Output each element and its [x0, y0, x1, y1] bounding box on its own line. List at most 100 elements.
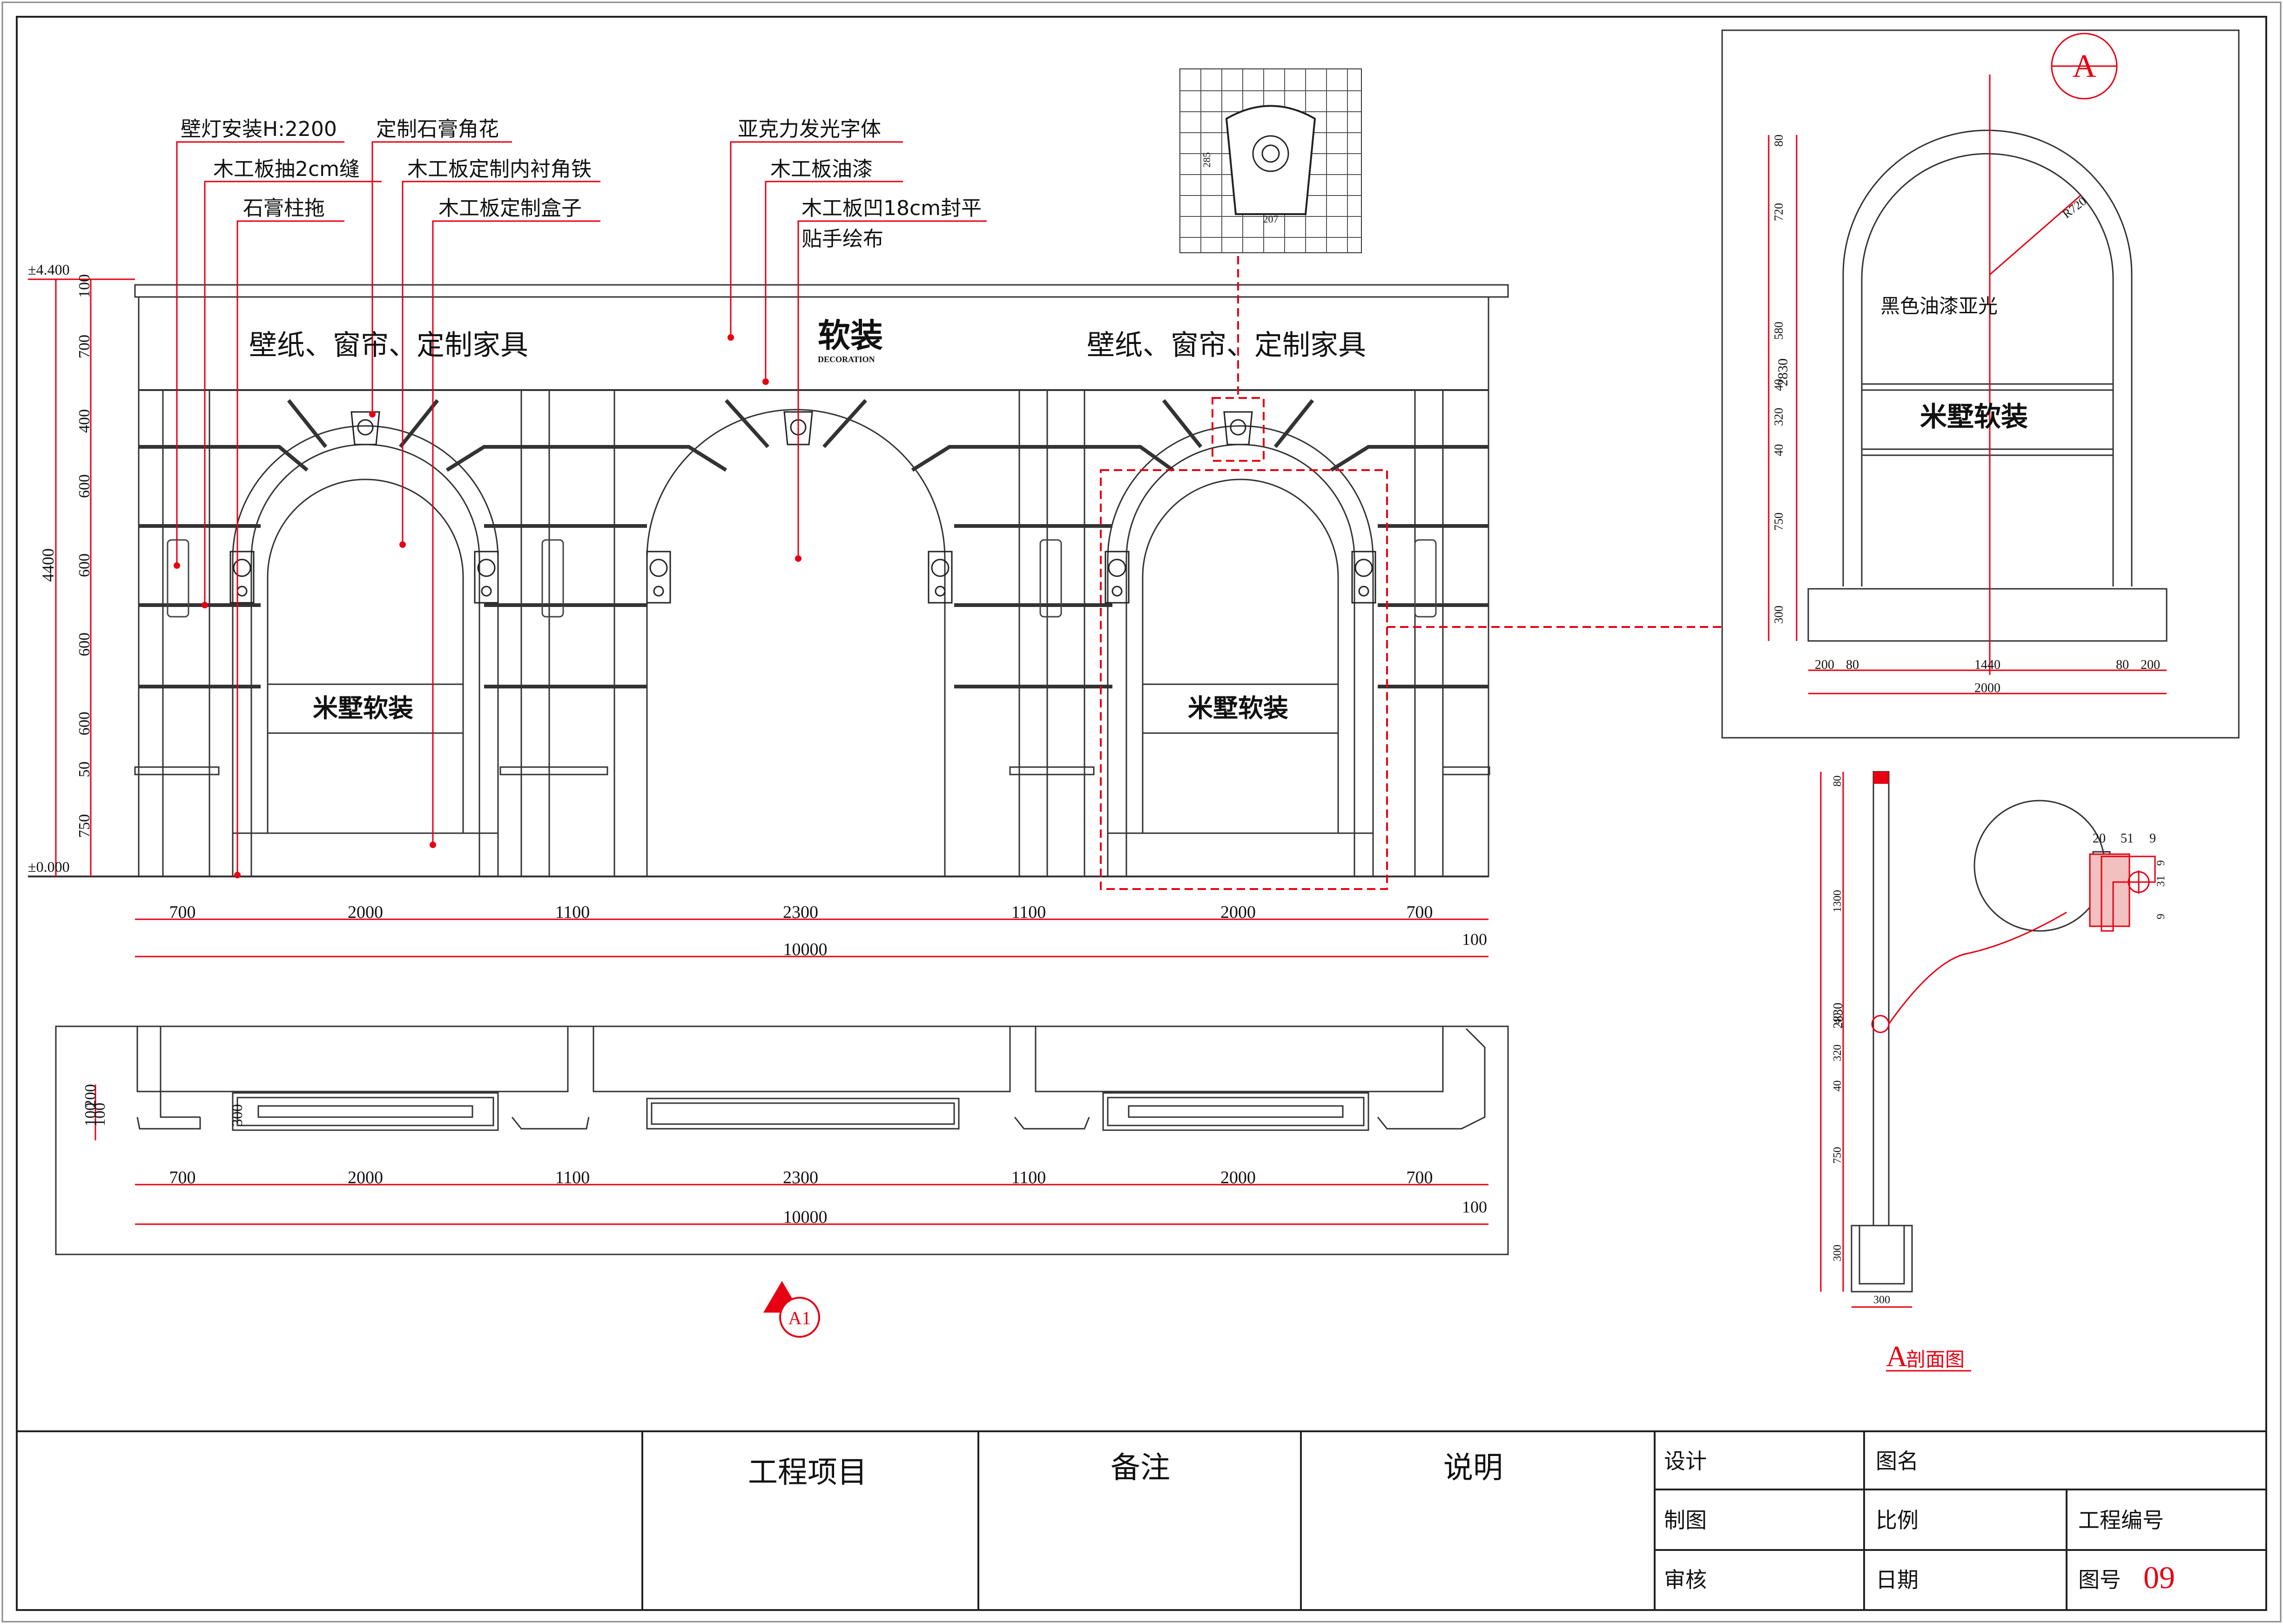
tb-review: 审核: [1664, 1567, 1707, 1592]
section-a-left-dim-6: 750: [1772, 512, 1785, 531]
zoom-dim-5: 9: [2155, 914, 2167, 919]
callout-plaster-base: 石膏柱拖: [243, 196, 325, 220]
tb-drafting: 制图: [1664, 1508, 1707, 1533]
section-a-left-dim-2: 580: [1772, 322, 1785, 340]
callout-wood-inner-iron: 木工板定制内衬角铁: [407, 157, 592, 181]
section-a-left-dim-0: 80: [1772, 135, 1785, 147]
main-wall: [138, 389, 1489, 877]
left-dim-1: 700: [76, 335, 93, 358]
elevation-bottom-dim-lines: [135, 918, 1488, 957]
edge-dim: 100: [1462, 930, 1487, 949]
section-a-bottom-dim-4: 200: [2141, 658, 2160, 672]
callout-acrylic-font: 亚克力发光字体: [738, 117, 881, 141]
left-arch: [232, 399, 499, 876]
tb-design: 设计: [1664, 1449, 1707, 1474]
detail-dim-w: 207: [1263, 213, 1279, 225]
callout-wood-box: 木工板定制盒子: [438, 196, 582, 220]
elevation-left-dim-lines: [28, 278, 135, 876]
corner-plaster-flowers: [229, 551, 1376, 604]
logo-sub: DECORATION: [818, 355, 875, 364]
section-profile: [1851, 771, 2111, 1293]
plan-left-dim-2: 100: [91, 1103, 108, 1126]
plan-bottom-dim-2: 1100: [555, 1168, 590, 1187]
bottom-dim-4: 1100: [1011, 903, 1046, 922]
callout-dots: [174, 334, 801, 878]
plan-dim-lines: [94, 1085, 1488, 1225]
section-a-bottom-dim-2: 1440: [1974, 658, 2000, 672]
tb-remark: 备注: [1111, 1451, 1170, 1485]
section-a-total-height: 2830: [1775, 358, 1791, 386]
profile-title-letter: A: [1886, 1340, 1907, 1373]
title-block: [17, 1430, 2266, 1610]
section-a-red-lines: [1768, 33, 2167, 694]
center-arch: [646, 399, 946, 876]
bottom-dim-1: 2000: [348, 903, 383, 922]
keystone-ornaments: [350, 411, 1253, 445]
plan-bottom-dim-3: 2300: [783, 1168, 818, 1187]
profile-dim-2: 40: [1832, 1013, 1844, 1024]
profile-dim-0: 80: [1832, 775, 1844, 787]
section-mark-a1: [763, 1281, 820, 1338]
section-a-left-dim-3: 40: [1772, 379, 1785, 391]
tb-project-no: 工程编号: [2078, 1508, 2164, 1533]
section-a-sign: 米墅软装: [1920, 401, 2028, 432]
tb-date: 日期: [1876, 1567, 1919, 1592]
zoom-dim-1: 51: [2121, 831, 2134, 846]
plan-bottom-dim-5: 2000: [1220, 1168, 1256, 1187]
keystone-detail: [1179, 68, 1362, 253]
bottom-dim-6: 700: [1407, 903, 1433, 922]
tb-drawing-name: 图名: [1876, 1449, 1919, 1474]
left-dim-4: 600: [76, 553, 93, 577]
zoom-dim-3: 9: [2155, 860, 2167, 866]
tb-explain: 说明: [1443, 1451, 1503, 1485]
tb-drawing-no-label: 图号: [2078, 1567, 2121, 1592]
callout-wood-recess-2: 贴手绘布: [801, 227, 883, 251]
profile-dim-6: 300: [1832, 1245, 1844, 1261]
front-elevation: [28, 284, 1509, 877]
plan-box-depth: 300: [229, 1104, 245, 1126]
total-width: 10000: [783, 940, 828, 959]
sheet-inner-border: [16, 16, 2267, 1611]
plan-bottom-dim-6: 700: [1407, 1168, 1433, 1187]
profile-title-text: 剖面图: [1906, 1348, 1965, 1371]
plan-bottom-dim-0: 700: [169, 1168, 196, 1187]
tb-project: 工程项目: [748, 1456, 867, 1490]
bottom-dim-5: 2000: [1220, 903, 1256, 922]
bottom-dim-0: 700: [169, 903, 196, 922]
section-a-bottom-dim-1: 80: [1846, 658, 1859, 672]
highlight-boxes: [1100, 256, 1722, 890]
arch-sign-left: 米墅软装: [313, 694, 413, 723]
section-a-panel: [1721, 29, 2240, 739]
profile-dim-5: 750: [1832, 1147, 1844, 1164]
total-height: 4400: [39, 548, 57, 582]
left-dim-2: 400: [76, 409, 93, 433]
zoom-dim-2: 9: [2149, 831, 2156, 846]
plan-bottom-dim-1: 2000: [348, 1168, 383, 1187]
logo-main: 软装: [818, 317, 883, 355]
tb-drawing-no: 09: [2143, 1560, 2175, 1595]
section-a-left-dim-7: 300: [1772, 606, 1785, 624]
section-a-radius: R720: [2060, 194, 2089, 221]
horizontal-rails: [139, 445, 1488, 688]
plan-edge-dim: 100: [1462, 1198, 1487, 1216]
profile-total-height: 2830: [1831, 1003, 1845, 1029]
left-dim-8: 750: [76, 814, 93, 838]
section-a-left-dim-1: 720: [1772, 203, 1785, 221]
column-bases: [134, 766, 1490, 775]
left-dim-7: 50: [76, 761, 93, 777]
section-a-total-width: 2000: [1974, 681, 2000, 695]
profile-base-width: 300: [1873, 1294, 1890, 1306]
detail-dim-h: 285: [1201, 152, 1212, 168]
section-a-left-dim-5: 40: [1772, 444, 1785, 456]
right-arch: [1107, 399, 1374, 876]
section-a-marker: A: [2073, 48, 2096, 84]
section-a-bottom-dim-0: 200: [1815, 658, 1834, 672]
callout-lamp-height: 壁灯安装H:2200: [181, 117, 337, 141]
zoom-dim-0: 20: [2093, 831, 2106, 846]
bottom-dim-2: 1100: [555, 903, 590, 922]
cornice-top: [134, 284, 1509, 298]
wall-lamps: [167, 539, 1437, 618]
profile-cap: [1873, 772, 1889, 784]
left-dim-6: 600: [76, 712, 93, 735]
